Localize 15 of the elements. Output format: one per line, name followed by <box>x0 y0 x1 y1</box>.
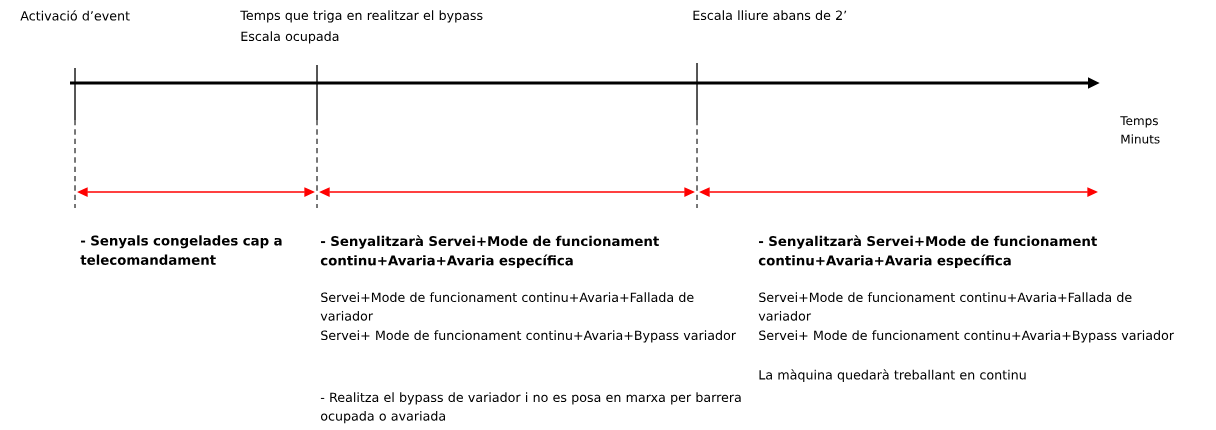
event-label: Escala ocupada <box>241 31 339 44</box>
heading-text: - Senyals congelades cap a telecomandament <box>80 235 282 265</box>
axis-label: Temps <box>1120 116 1158 128</box>
heading-text: - Senyalitzarà Servei+Mode de funcionament continu+Avaria+Avaria específica <box>320 235 659 269</box>
event-label: Temps que triga en realitzar el bypass <box>240 10 483 23</box>
event-label: Escala lliure abans de 2’ <box>693 10 847 21</box>
description-text: Servei+Mode de funcionament continu+Avaria+Fallada de variador <box>320 292 694 321</box>
event-label: Activació d’event <box>20 10 130 21</box>
heading-text: - Senyalitzarà Servei+Mode de funcionament continu+Avaria+Avaria específica <box>758 235 1097 269</box>
description-text: Servei+ Mode de funcionament continu+Avaria+Bypass variador <box>759 330 1174 343</box>
description-text: Servei+Mode de funcionament continu+Avaria+Fallada de variador <box>758 292 1132 321</box>
description-text: Servei+ Mode de funcionament continu+Avaria+Bypass variador <box>321 330 736 343</box>
description-text: La màquina quedarà treballant en continu <box>759 369 1026 383</box>
axis-label: Minuts <box>1121 134 1160 144</box>
description-text: - Realitza el bypass de variador i no es posa en marxa per barrera ocupada o avariada <box>320 392 741 424</box>
